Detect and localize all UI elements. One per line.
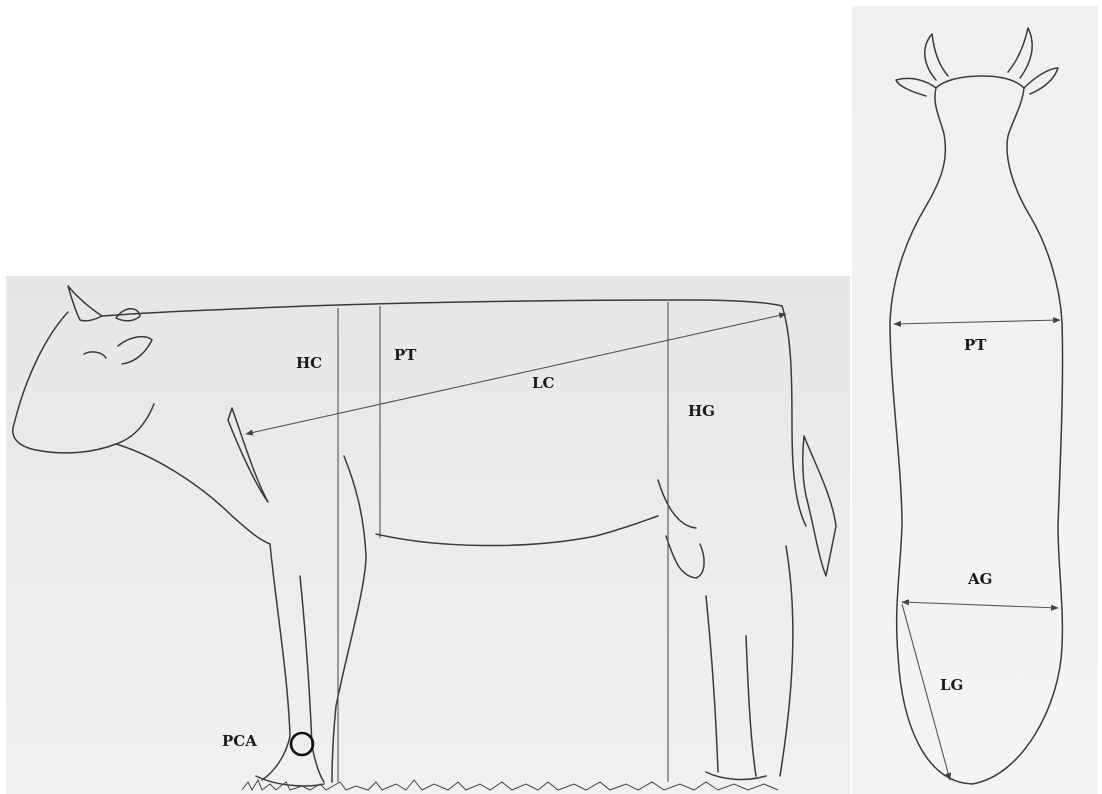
pt-top-label: PT <box>964 336 987 354</box>
ag-label: AG <box>967 570 992 588</box>
pca-label: PCA <box>222 732 257 750</box>
pt-label: PT <box>394 346 417 364</box>
cow-side-view-panel: HC PT LC HG PCA <box>6 276 850 794</box>
hc-label: HC <box>296 354 322 372</box>
lg-label: LG <box>940 676 963 694</box>
hg-label: HG <box>688 402 715 420</box>
paper-background <box>852 6 1098 794</box>
cow-side-view-drawing: HC PT LC HG PCA <box>6 276 850 794</box>
cow-top-view-panel: PT AG LG <box>852 6 1098 794</box>
cow-top-view-drawing: PT AG LG <box>852 6 1098 794</box>
lc-label: LC <box>532 374 555 392</box>
paper-background <box>6 276 850 794</box>
